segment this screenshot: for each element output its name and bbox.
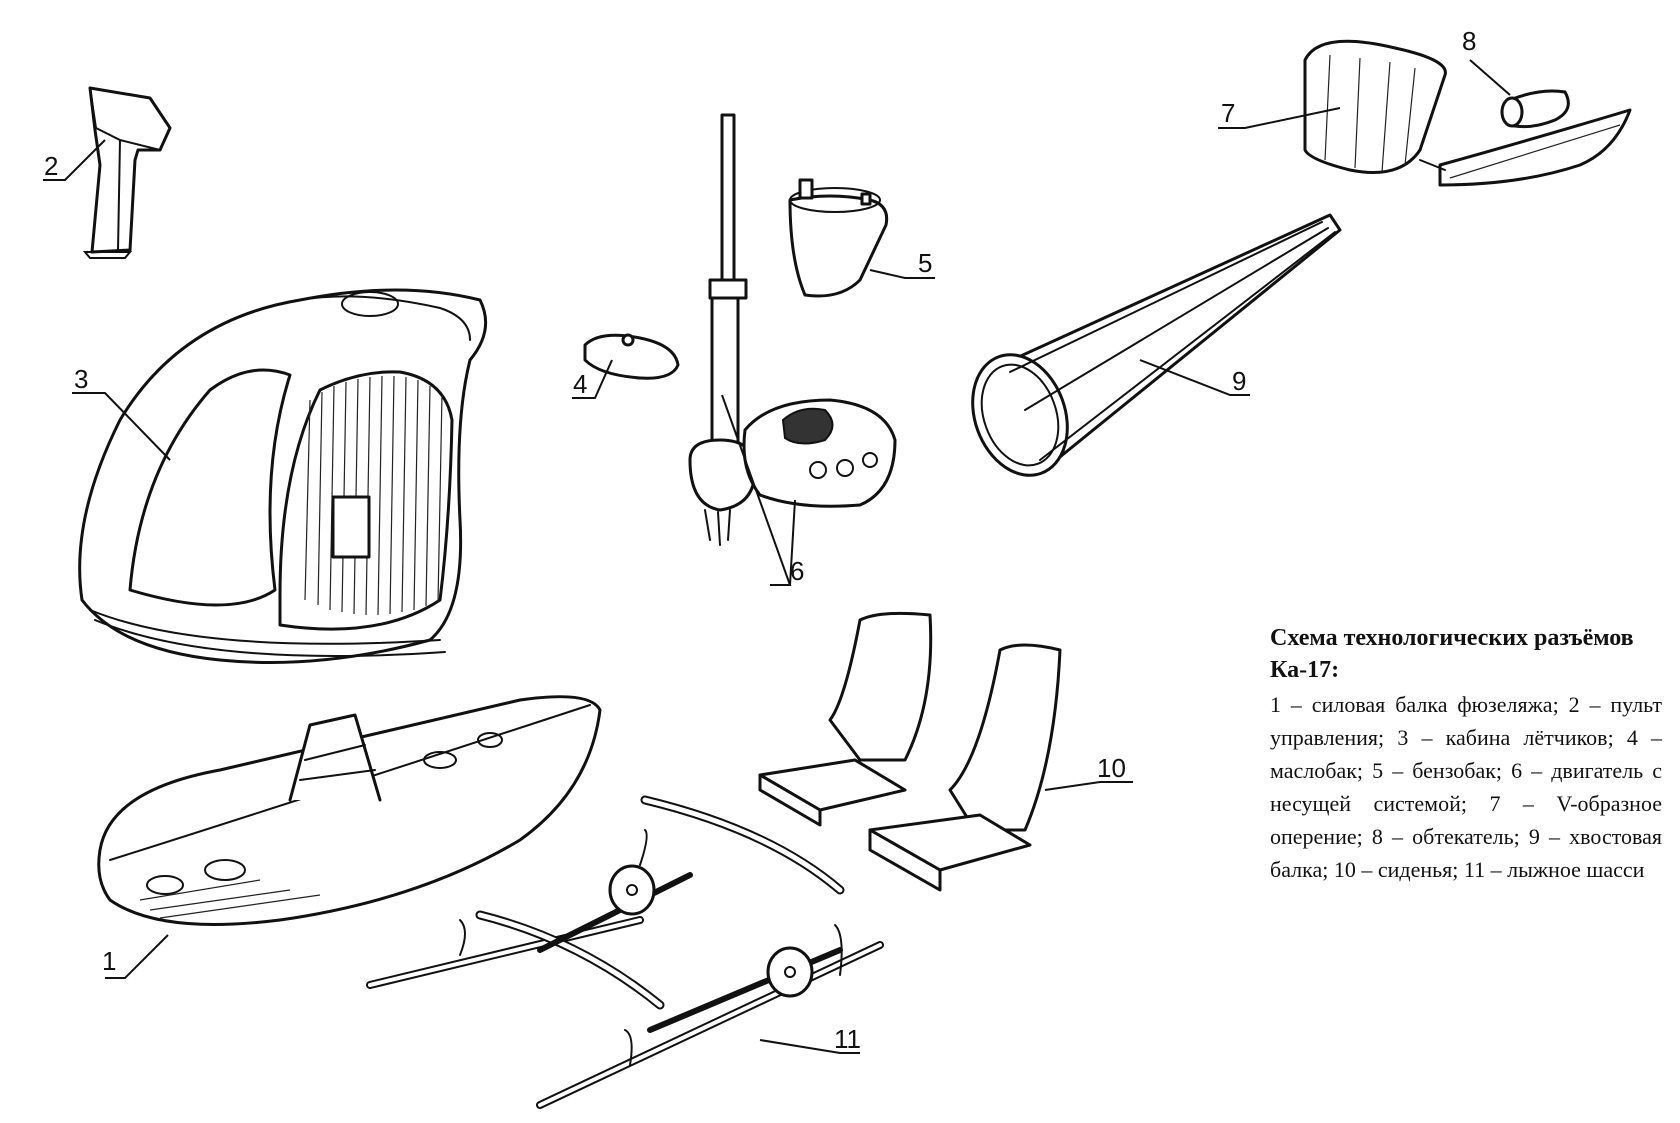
callout-11: 11 xyxy=(834,1024,861,1054)
legend-item: 1 – силовая балка фюзеляжа; xyxy=(1270,692,1559,717)
callout-numbers: 1 2 3 4 5 6 7 8 9 10 11 xyxy=(44,26,1476,1054)
legend-item: 2 – пульт управления; xyxy=(1270,692,1662,750)
leader-10 xyxy=(1044,781,1133,791)
legend-item: 7 – V-образное оперение; xyxy=(1270,791,1662,849)
part-control-console xyxy=(82,86,172,259)
callout-4: 4 xyxy=(573,369,587,399)
part-engine-rotor xyxy=(688,113,897,546)
leader-5 xyxy=(869,269,935,279)
leader-11 xyxy=(759,1039,860,1054)
leader-3 xyxy=(72,392,171,461)
part-oil-tank xyxy=(583,333,680,380)
callout-8: 8 xyxy=(1462,26,1476,56)
legend-item: 10 – сиденья; xyxy=(1333,857,1459,882)
part-skid-gear xyxy=(366,795,884,1109)
legend-item: 5 – бензобак; xyxy=(1372,758,1503,783)
callout-5: 5 xyxy=(918,248,932,278)
leader-6b xyxy=(770,499,796,586)
part-fairing xyxy=(1500,89,1570,129)
part-fuel-tank xyxy=(788,178,889,298)
callout-1: 1 xyxy=(102,946,116,976)
leader-4 xyxy=(572,359,613,399)
leader-9 xyxy=(1139,359,1250,396)
caption-legend: 1 – силовая балка фюзеляжа; 2 – пульт уп… xyxy=(1270,688,1662,886)
part-fuselage-beam xyxy=(97,695,602,926)
leader-7 xyxy=(1218,107,1341,129)
legend-item: 6 – двигатель с несущей системой; xyxy=(1270,758,1663,816)
part-seats xyxy=(758,611,1062,892)
figure-caption: Схема технологических разъёмов Ка-17: 1 … xyxy=(1270,622,1662,886)
legend-item: 3 – кабина лётчиков; xyxy=(1397,725,1614,750)
callout-10: 10 xyxy=(1097,753,1126,783)
callout-9: 9 xyxy=(1232,366,1246,396)
part-tail-boom xyxy=(971,213,1342,477)
leader-1 xyxy=(105,934,169,979)
legend-item: 8 – обтекатель; xyxy=(1371,824,1520,849)
callout-6: 6 xyxy=(790,556,804,586)
leader-2 xyxy=(43,139,106,181)
legend-item: 11 – лыжное шасси xyxy=(1463,857,1645,882)
part-cockpit xyxy=(78,288,488,664)
part-v-tail xyxy=(1303,39,1632,187)
leader-8 xyxy=(1469,59,1511,96)
legend-item: 9 – хвостовая балка; xyxy=(1270,824,1663,882)
callout-3: 3 xyxy=(74,364,88,394)
legend-item: 4 – маслобак; xyxy=(1270,725,1662,783)
caption-title: Схема технологических разъёмов Ка-17: xyxy=(1270,625,1634,683)
callout-7: 7 xyxy=(1221,98,1235,128)
callout-2: 2 xyxy=(44,151,58,181)
leader-lines xyxy=(43,59,1511,1054)
